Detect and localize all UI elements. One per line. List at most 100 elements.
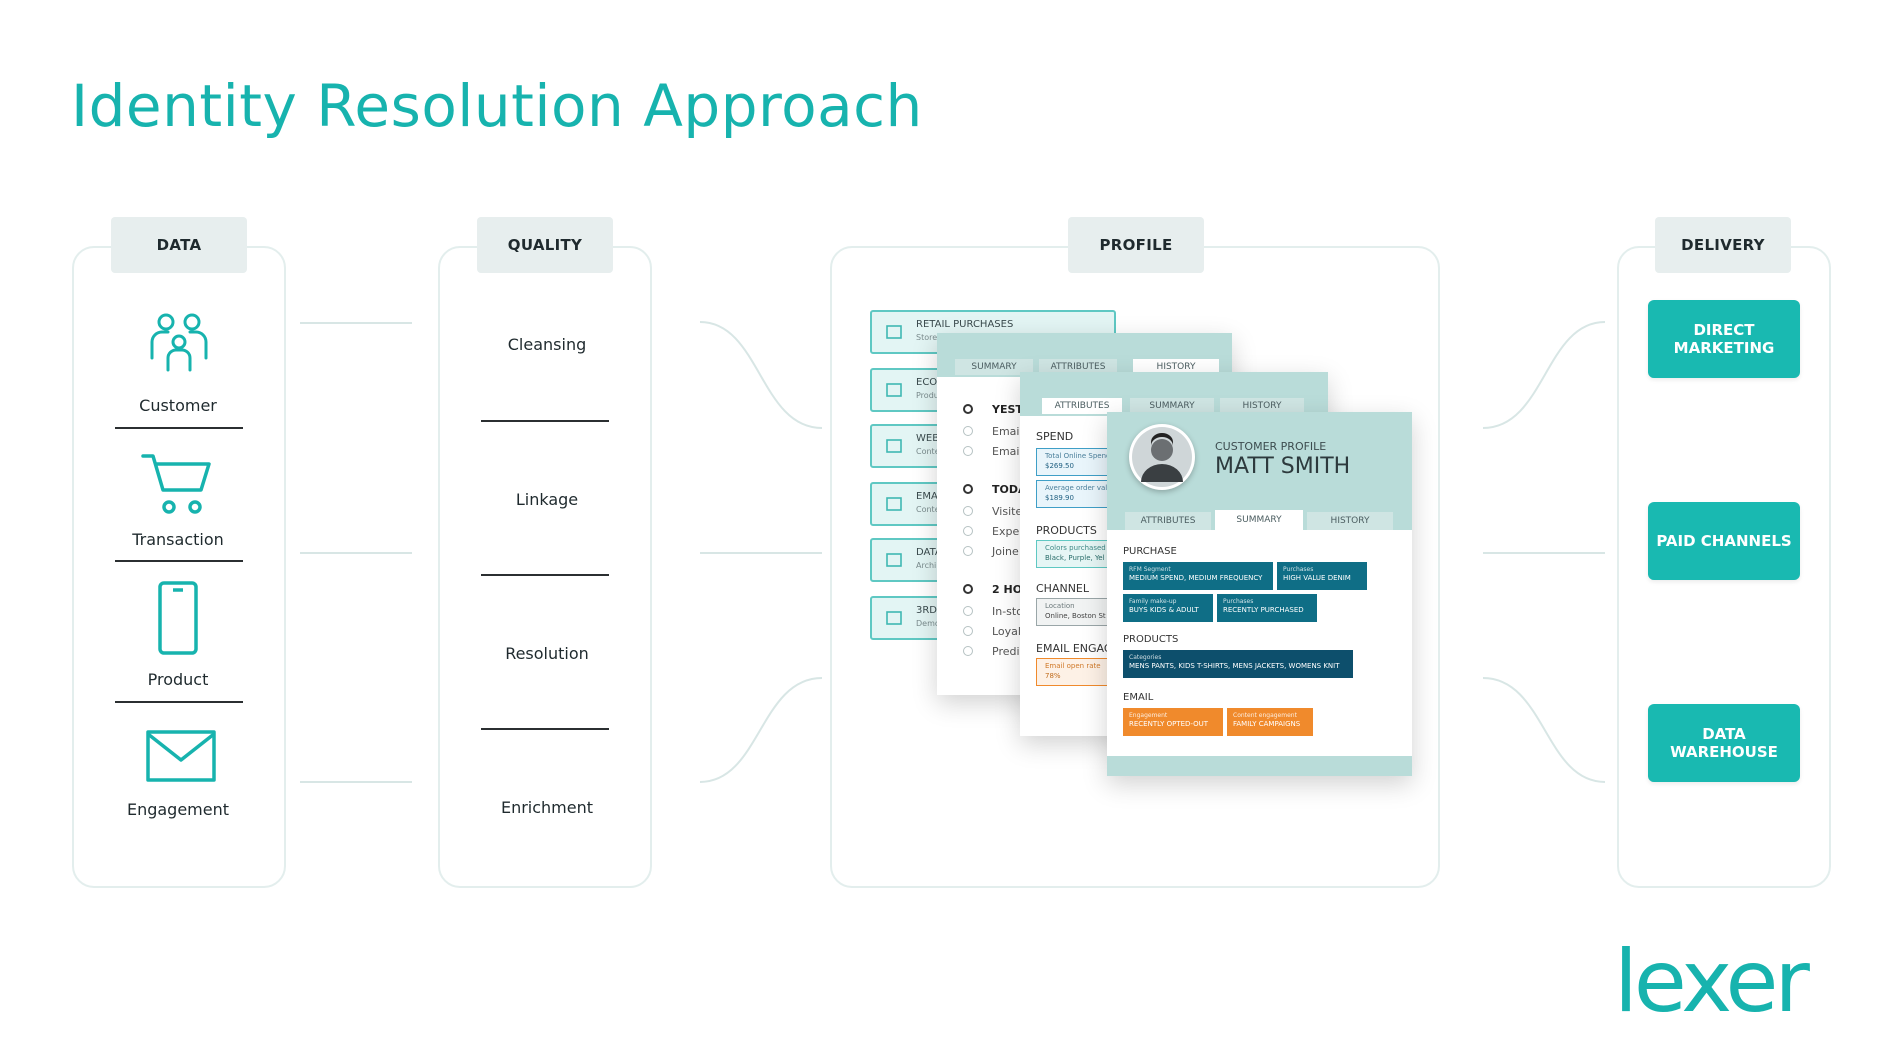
source-sub: Conte bbox=[916, 505, 940, 514]
card2-channel-key: Location bbox=[1045, 602, 1075, 610]
quality-item-linkage: Linkage bbox=[515, 490, 579, 509]
lexer-logo: lexer bbox=[1614, 932, 1810, 1032]
source-sub: Archi bbox=[916, 561, 937, 570]
timeline-check-icon bbox=[963, 446, 973, 456]
data-item-product: Product bbox=[147, 670, 209, 689]
products-label: PRODUCTS bbox=[1123, 634, 1179, 645]
purchase-label: PURCHASE bbox=[1123, 546, 1177, 557]
data-item-transaction: Transaction bbox=[132, 530, 224, 549]
card2-products-key: Colors purchased bbox=[1045, 544, 1106, 552]
card2-spend-2-key: Average order valu bbox=[1045, 484, 1112, 492]
timeline-label: Visite bbox=[992, 505, 1023, 518]
customer-name: MATT SMITH bbox=[1215, 454, 1351, 479]
card2-email-key: Email open rate bbox=[1045, 662, 1101, 670]
phone-icon bbox=[158, 581, 198, 655]
email-pill-1-key: Engagement bbox=[1129, 712, 1168, 719]
quality-item-cleansing: Cleansing bbox=[507, 335, 587, 354]
card2-spend-box-1: Total Online Spend $269.50 bbox=[1036, 448, 1112, 476]
source-item[interactable]: DATA Archi bbox=[870, 538, 950, 582]
source-icon bbox=[886, 497, 902, 511]
purchase-pill-1-value: MEDIUM SPEND, MEDIUM FREQUENCY bbox=[1129, 574, 1263, 582]
purchase-pill-4-key: Purchases bbox=[1223, 598, 1254, 605]
card2-spend-label: SPEND bbox=[1036, 430, 1074, 443]
card2-products-box: Colors purchased Black, Purple, Yel bbox=[1036, 540, 1112, 568]
purchase-pill-2-value: HIGH VALUE DENIM bbox=[1283, 574, 1351, 582]
products-pill-value: MENS PANTS, KIDS T-SHIRTS, MENS JACKETS,… bbox=[1129, 662, 1340, 670]
timeline-label: Email bbox=[992, 445, 1023, 458]
data-divider-1 bbox=[115, 427, 243, 429]
profile-card-customer: CUSTOMER PROFILE MATT SMITH ATTRIBUTES S… bbox=[1107, 412, 1412, 776]
data-header: DATA bbox=[111, 217, 247, 273]
data-divider-3 bbox=[115, 701, 243, 703]
quality-item-enrichment: Enrichment bbox=[500, 798, 594, 817]
avatar-person-icon bbox=[1132, 427, 1192, 487]
email-pill-2-value: FAMILY CAMPAIGNS bbox=[1233, 720, 1301, 728]
source-icon bbox=[886, 383, 902, 397]
card3-tab-history[interactable]: HISTORY bbox=[1307, 512, 1393, 530]
purchase-pill-1-key: RFM Segment bbox=[1129, 566, 1171, 573]
purchase-pill-2-key: Purchases bbox=[1283, 566, 1314, 573]
purchase-pill-3-key: Family make-up bbox=[1129, 598, 1177, 605]
email-pill-1-value: RECENTLY OPTED-OUT bbox=[1129, 720, 1209, 728]
timeline-check-icon bbox=[963, 506, 973, 516]
card2-channel-value: Online, Boston St bbox=[1045, 612, 1106, 620]
source-sub: Store bbox=[916, 333, 938, 342]
card2-spend-2-value: $189.90 bbox=[1045, 494, 1074, 502]
card2-spend-box-2: Average order valu $189.90 bbox=[1036, 480, 1112, 508]
card3-tab-summary[interactable]: SUMMARY bbox=[1215, 510, 1303, 530]
source-icon bbox=[886, 439, 902, 453]
timeline-label: Exper bbox=[992, 525, 1024, 538]
timeline-check-icon bbox=[963, 606, 973, 616]
data-item-customer: Customer bbox=[139, 396, 217, 415]
card1-tab-attributes[interactable]: ATTRIBUTES bbox=[1039, 359, 1117, 375]
source-title: ECOM bbox=[916, 377, 946, 388]
direct-marketing-button[interactable]: DIRECT MARKETING bbox=[1648, 300, 1800, 378]
profile-header: PROFILE bbox=[1068, 217, 1204, 273]
timeline-label: Predi bbox=[992, 645, 1020, 658]
card1-tab-summary[interactable]: SUMMARY bbox=[955, 359, 1033, 375]
card2-products-label: PRODUCTS bbox=[1036, 524, 1097, 537]
paid-channels-button[interactable]: PAID CHANNELS bbox=[1648, 502, 1800, 580]
source-sub: Conte bbox=[916, 447, 940, 456]
timeline-label: YEST bbox=[992, 403, 1023, 416]
card3-tab-attributes[interactable]: ATTRIBUTES bbox=[1125, 512, 1211, 530]
products-pill: Categories MENS PANTS, KIDS T-SHIRTS, ME… bbox=[1123, 650, 1353, 678]
data-item-engagement: Engagement bbox=[126, 800, 230, 819]
source-title: RETAIL PURCHASES bbox=[916, 319, 1014, 330]
card2-tab-attributes[interactable]: ATTRIBUTES bbox=[1042, 398, 1122, 414]
email-pill-2-key: Content engagement bbox=[1233, 712, 1297, 719]
timeline-check-icon bbox=[963, 646, 973, 656]
timeline-label: In-sto bbox=[992, 605, 1023, 618]
timeline-label: Loyal bbox=[992, 625, 1021, 638]
timeline-check-icon bbox=[963, 426, 973, 436]
card1-tab-history[interactable]: HISTORY bbox=[1133, 359, 1219, 375]
card2-tab-summary[interactable]: SUMMARY bbox=[1130, 398, 1214, 414]
cart-icon bbox=[141, 454, 211, 514]
quality-divider-2 bbox=[481, 574, 609, 576]
source-item[interactable]: EMAI Conte bbox=[870, 482, 950, 526]
timeline-check-icon bbox=[963, 626, 973, 636]
card2-channel-label: CHANNEL bbox=[1036, 582, 1090, 595]
email-pill-2: Content engagement FAMILY CAMPAIGNS bbox=[1227, 708, 1313, 736]
purchase-pill-1: RFM Segment MEDIUM SPEND, MEDIUM FREQUEN… bbox=[1123, 562, 1273, 590]
source-title: DATA bbox=[916, 547, 942, 558]
data-warehouse-button[interactable]: DATA WAREHOUSE bbox=[1648, 704, 1800, 782]
avatar bbox=[1129, 424, 1195, 490]
timeline-label: TODA bbox=[992, 483, 1027, 496]
source-icon bbox=[886, 325, 902, 339]
source-title: EMAI bbox=[916, 491, 941, 502]
timeline-marker bbox=[963, 404, 973, 414]
card3-footer bbox=[1107, 756, 1412, 776]
source-sub: Demo bbox=[916, 619, 940, 628]
card2-tab-history[interactable]: HISTORY bbox=[1220, 398, 1304, 414]
timeline-marker bbox=[963, 484, 973, 494]
purchase-pill-2: Purchases HIGH VALUE DENIM bbox=[1277, 562, 1367, 590]
quality-divider-1 bbox=[481, 420, 609, 422]
card2-email-box: Email open rate 78% bbox=[1036, 658, 1112, 686]
email-label: EMAIL bbox=[1123, 692, 1154, 703]
customer-icon bbox=[150, 313, 208, 372]
card2-spend-1-key: Total Online Spend bbox=[1045, 452, 1111, 460]
